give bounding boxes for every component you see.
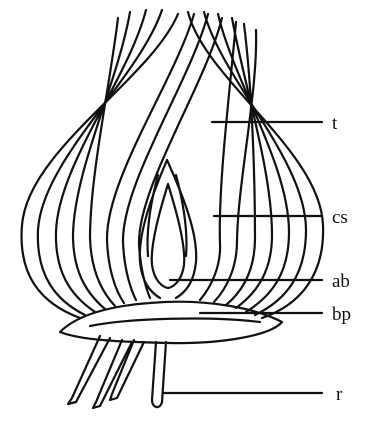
basal-plate — [60, 302, 282, 343]
label-ab: ab — [332, 271, 350, 292]
scale-leaf-line — [226, 24, 255, 305]
scale-leaf-line — [73, 12, 130, 309]
root — [93, 340, 132, 408]
scale-leaf-line — [56, 10, 146, 312]
label-bp: bp — [332, 304, 351, 325]
scale-leaf-line — [90, 18, 118, 306]
root — [152, 342, 166, 407]
label-t: t — [332, 113, 338, 134]
basal-plate-inner-line — [90, 319, 260, 326]
label-cs: cs — [332, 207, 348, 228]
label-r: r — [336, 384, 343, 405]
root — [68, 336, 110, 404]
apical-bud — [152, 184, 185, 288]
scale-leaf-line — [167, 160, 196, 298]
root — [110, 340, 144, 400]
